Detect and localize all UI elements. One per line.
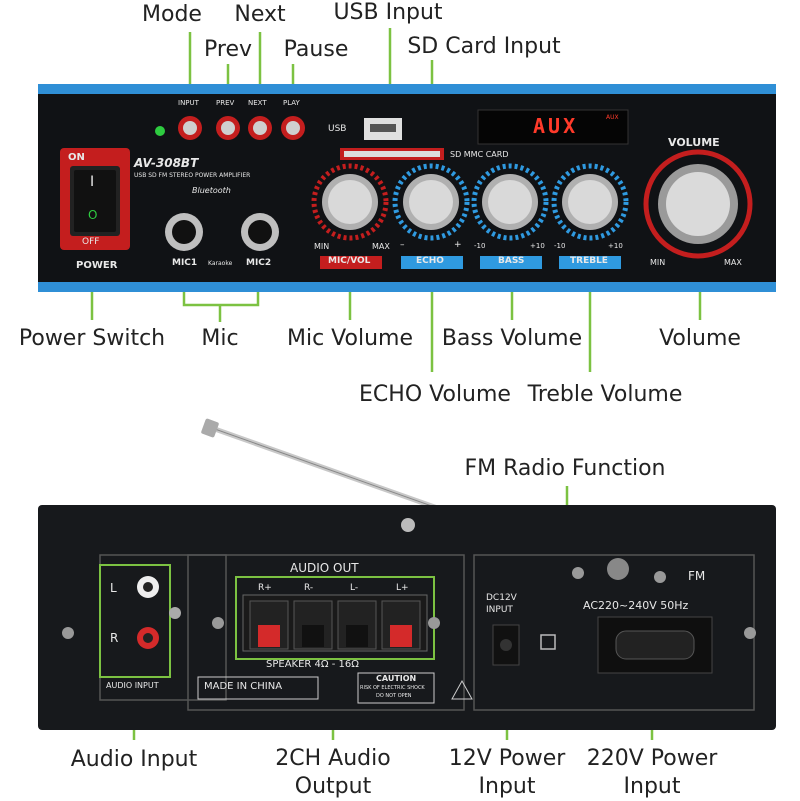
model-label: AV-308BT: [134, 156, 199, 170]
callout-prev: Prev: [204, 37, 252, 62]
mic2-label: MIC2: [246, 258, 272, 268]
callout-bass-volume: Bass Volume: [441, 326, 583, 351]
volume-panel-label: VOLUME: [668, 136, 720, 149]
callout-audio-input: Audio Input: [70, 747, 198, 772]
bass-label: BASS: [498, 256, 525, 266]
front-top-stripe: [38, 84, 776, 94]
front-panel-art: [60, 109, 753, 269]
callout-next: Next: [234, 2, 286, 27]
callout-mic-volume: Mic Volume: [286, 326, 414, 351]
r-minus-label: R-: [304, 583, 314, 593]
callout-sd-card-input: SD Card Input: [407, 34, 561, 59]
echo-minus: –: [400, 240, 405, 250]
btn-next-label: NEXT: [248, 99, 267, 107]
callout-pause: Pause: [283, 37, 349, 62]
caution-label: CAUTION: [376, 674, 417, 683]
karaoke-label: Karaoke: [208, 260, 233, 267]
dc12v-label: DC12V: [486, 593, 517, 603]
bluetooth-label: Bluetooth: [192, 186, 231, 195]
power-off-label: OFF: [82, 237, 100, 247]
callout-12v-power-input: 12V Power Input: [448, 746, 566, 799]
callout-mic: Mic: [201, 326, 239, 351]
callout-volume: Volume: [659, 326, 741, 351]
bass-p10: +10: [530, 242, 545, 250]
led-display: AUX: [533, 114, 579, 138]
back-panel: AUDIO OUT R+ R- L- L+ SPEAKER 4Ω - 16Ω M…: [38, 505, 776, 730]
btn-input-label: INPUT: [178, 99, 199, 107]
btn-play-label: PLAY: [283, 99, 300, 107]
callout-power-switch: Power Switch: [18, 326, 166, 351]
micvol-min-label: MIN: [314, 242, 330, 251]
echo-label: ECHO: [416, 256, 444, 266]
caution-sub1: RISK OF ELECTRIC SHOCK: [360, 685, 425, 691]
audio-input-panel-label: AUDIO INPUT: [106, 681, 159, 690]
callout-echo-volume: ECHO Volume: [359, 382, 511, 407]
back-panel-art: [62, 518, 756, 711]
model-subtitle: USB SD FM STEREO POWER AMPLIFIER: [134, 172, 251, 179]
switch-i-glyph: I: [90, 174, 95, 190]
usb-label: USB: [328, 124, 347, 134]
treble-p10: +10: [608, 242, 623, 250]
rca-r-label: R: [110, 631, 119, 645]
callout-220v-power-input: 220V Power Input: [586, 746, 718, 799]
switch-o-glyph: O: [88, 208, 98, 222]
dc-input-label: INPUT: [486, 605, 513, 615]
power-label: POWER: [76, 260, 118, 271]
callout-usb-input: USB Input: [333, 0, 443, 25]
led-display-tag: AUX: [606, 114, 619, 121]
volume-min: MIN: [650, 258, 666, 267]
caution-sub2: DO NOT OPEN: [376, 693, 412, 699]
power-on-label: ON: [68, 152, 85, 163]
front-panel: ON I O OFF POWER INPUT PREV NEXT PLAY AV…: [38, 84, 776, 292]
bass-m10: -10: [474, 242, 486, 250]
ac-label: AC220~240V 50Hz: [583, 599, 689, 612]
mic1-label: MIC1: [172, 258, 198, 268]
micvol-max-label: MAX: [372, 242, 390, 251]
l-minus-label: L-: [350, 583, 359, 593]
fm-label: FM: [688, 569, 706, 583]
btn-prev-label: PREV: [216, 99, 235, 107]
r-plus-label: R+: [258, 583, 272, 593]
front-bottom-stripe: [38, 282, 776, 292]
callout-mode: Mode: [142, 2, 202, 27]
callout-fm-radio-function: FM Radio Function: [464, 456, 666, 481]
made-in-china-label: MADE IN CHINA: [204, 681, 283, 692]
audio-out-label: AUDIO OUT: [290, 561, 359, 575]
speaker-label: SPEAKER 4Ω - 16Ω: [266, 659, 359, 670]
treble-m10: -10: [554, 242, 566, 250]
rca-l-label: L: [110, 581, 117, 595]
callout-2ch-audio-output: 2CH Audio Output: [275, 746, 391, 799]
volume-max: MAX: [724, 258, 742, 267]
l-plus-label: L+: [396, 583, 409, 593]
sd-mmc-label: SD MMC CARD: [450, 150, 509, 159]
treble-label: TREBLE: [570, 256, 608, 266]
micvol-label: MIC/VOL: [328, 256, 371, 266]
echo-plus: +: [454, 240, 462, 250]
callout-treble-volume: Treble Volume: [527, 382, 683, 407]
